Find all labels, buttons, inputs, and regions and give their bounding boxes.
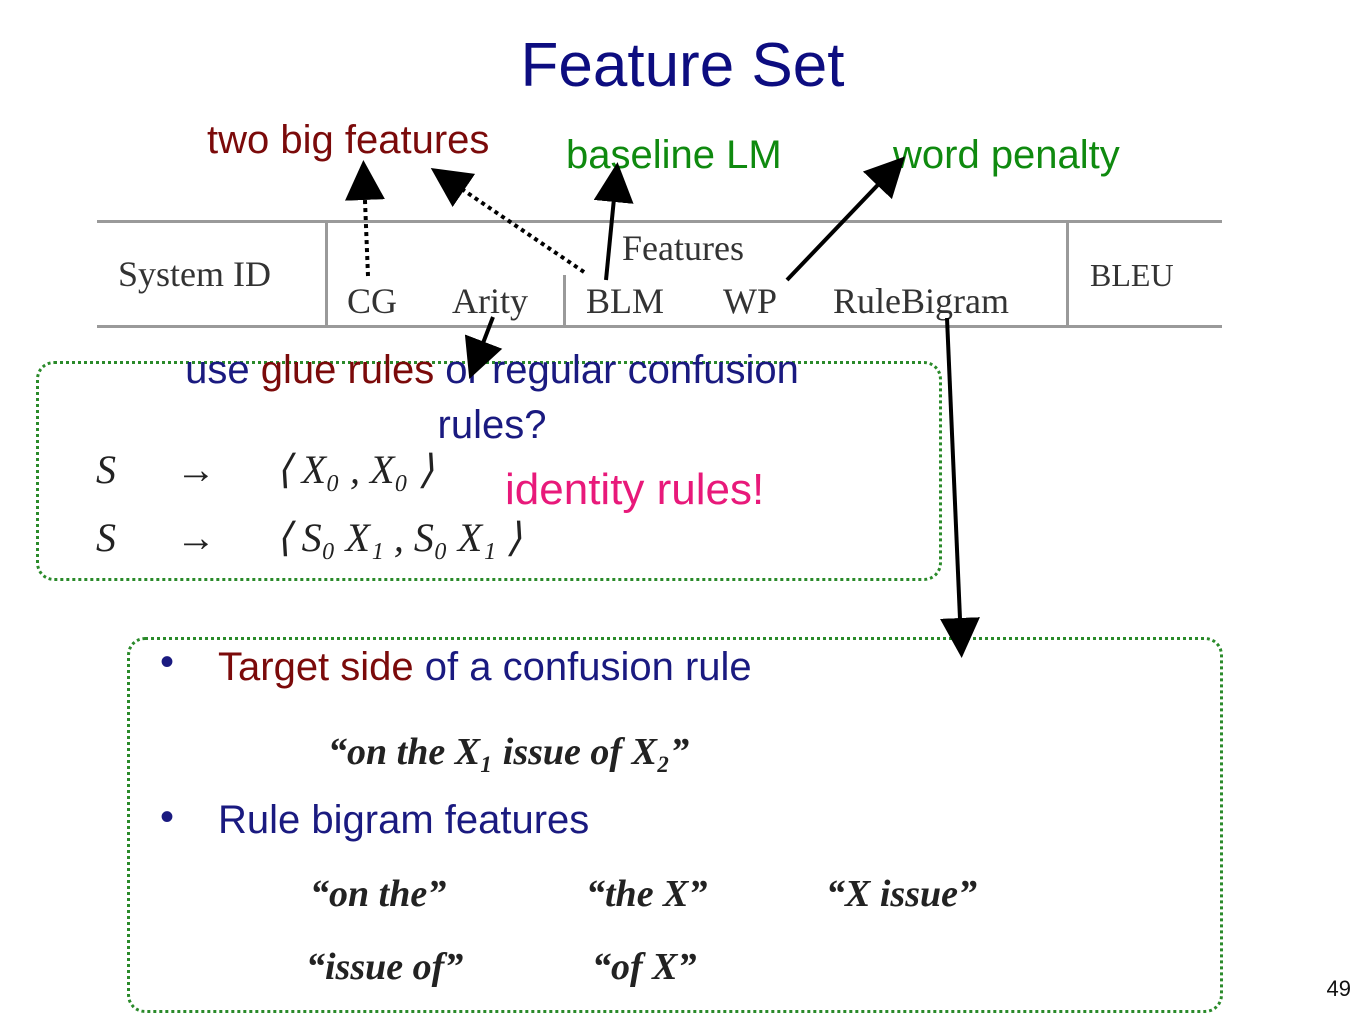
- annotation-two-big-features: two big features: [207, 118, 490, 162]
- bigram-example: “on the”: [310, 873, 447, 915]
- rule-lhs: S: [96, 447, 116, 492]
- glue-rule-1: S → ⟨ X₀ , X₀ ⟩: [96, 446, 434, 493]
- table-bottom-rule: [97, 325, 1222, 328]
- table-header-system-id: System ID: [118, 254, 271, 294]
- rule-rhs: ⟨ S₀ X₁ , S₀ X₁ ⟩: [276, 515, 522, 560]
- table-col-blm: BLM: [586, 281, 665, 321]
- table-top-rule: [97, 220, 1222, 223]
- question-text: use: [185, 348, 261, 392]
- table-col-cg: CG: [347, 281, 398, 321]
- question-text: or regular confusion: [434, 348, 799, 392]
- table-header-features: Features: [622, 228, 744, 268]
- table-col-wp: WP: [723, 281, 777, 321]
- arrow-icon: →: [176, 515, 216, 560]
- glue-rule-2: S → ⟨ S₀ X₁ , S₀ X₁ ⟩: [96, 514, 522, 561]
- table-col-arity: Arity: [452, 281, 528, 321]
- rule-bigram-box: [127, 637, 1223, 1013]
- table-header-bleu: BLEU: [1090, 257, 1174, 293]
- cg-to-two-big-features-arrow: [344, 160, 385, 277]
- bigram-example: “X issue”: [826, 873, 977, 915]
- table-divider: [1066, 220, 1069, 328]
- arrow-icon: →: [176, 447, 216, 492]
- bullet-dot-icon: •: [160, 640, 175, 684]
- rule-rhs: ⟨ X₀ , X₀ ⟩: [276, 447, 434, 492]
- question-highlight: glue rules: [260, 348, 435, 392]
- table-divider: [563, 275, 566, 328]
- annotation-identity-rules: identity rules!: [505, 465, 765, 514]
- table-divider: [325, 220, 328, 328]
- annotation-baseline-lm: baseline LM: [566, 133, 782, 177]
- rule-lhs: S: [96, 515, 116, 560]
- bullet-dot-icon: •: [160, 795, 175, 839]
- slide-title: Feature Set: [520, 31, 845, 100]
- bigram-example: “of X”: [592, 946, 697, 988]
- table-col-rulebigram: RuleBigram: [833, 281, 1009, 321]
- bigram-example: “issue of”: [306, 946, 464, 988]
- arity-to-two-big-features-arrow: [430, 168, 586, 274]
- bullet-target-side: Target side of a confusion rule: [218, 645, 752, 690]
- bullet-rule-bigram: Rule bigram features: [218, 798, 590, 842]
- confusion-rule-example: “on the X₁ issue of X₂”: [328, 731, 690, 773]
- bigram-example: “the X”: [586, 873, 708, 915]
- bullet-text: of a confusion rule: [413, 645, 752, 689]
- annotation-word-penalty: word penalty: [893, 133, 1120, 177]
- bullet-highlight: Target side: [218, 645, 414, 689]
- page-number: 49: [1326, 976, 1351, 1001]
- glue-rules-question: use glue rules or regular confusion rule…: [0, 348, 984, 448]
- question-text: rules?: [437, 403, 547, 447]
- wp-to-word-penalty-arrow: [785, 156, 906, 282]
- blm-to-baseline-lm-arrow: [593, 162, 634, 281]
